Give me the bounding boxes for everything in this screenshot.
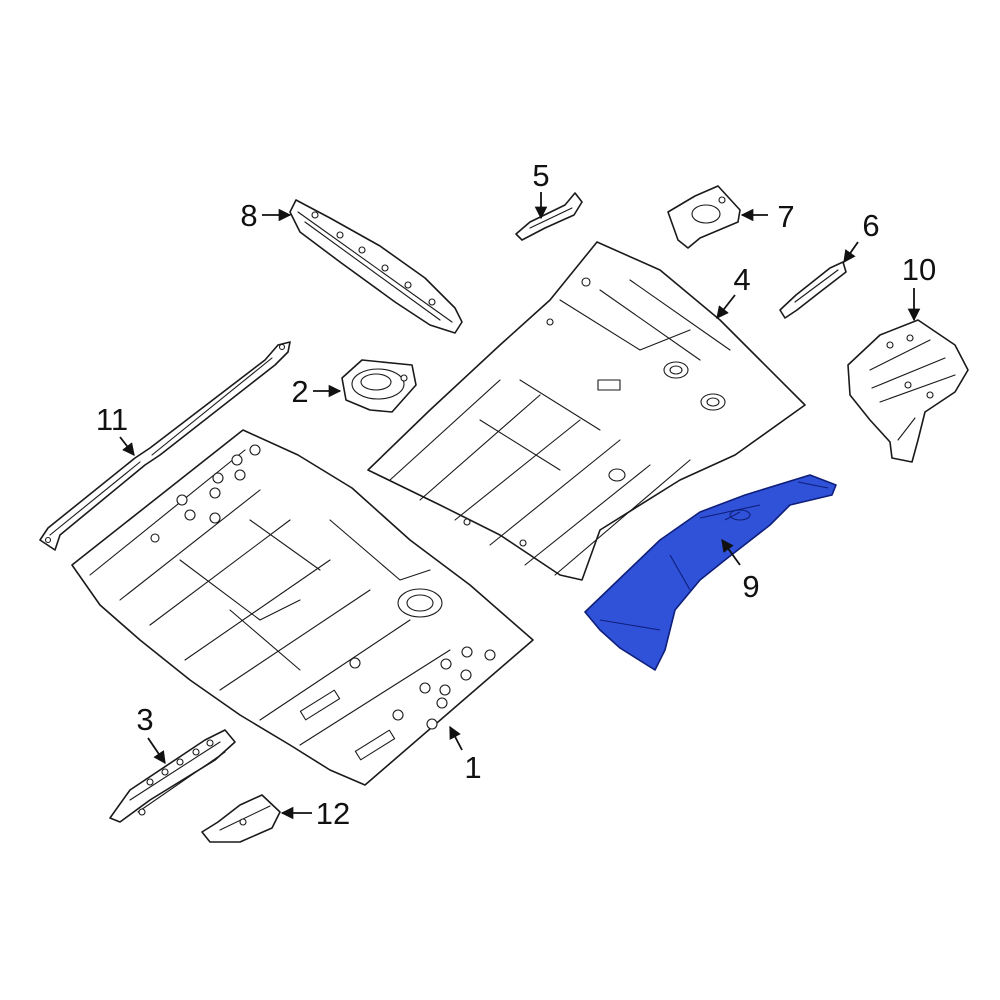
callout-label-9: 9 bbox=[742, 569, 759, 604]
callout-label-6: 6 bbox=[862, 208, 879, 243]
callout-4: 4 bbox=[716, 262, 751, 319]
part-2-spare-tire-pan[interactable] bbox=[341, 359, 417, 413]
callout-3: 3 bbox=[136, 702, 166, 765]
callout-11: 11 bbox=[96, 402, 135, 456]
callout-label-10: 10 bbox=[902, 252, 936, 287]
callout-10: 10 bbox=[902, 252, 936, 322]
callout-label-8: 8 bbox=[240, 198, 257, 233]
callout-label-7: 7 bbox=[777, 199, 794, 234]
part-1-front-floor-pan[interactable] bbox=[71, 429, 534, 786]
part-4-rear-floor-pan[interactable] bbox=[367, 241, 806, 581]
callout-label-12: 12 bbox=[316, 796, 350, 831]
callout-label-1: 1 bbox=[464, 750, 481, 785]
callout-2: 2 bbox=[291, 374, 342, 409]
callout-label-11: 11 bbox=[96, 402, 128, 437]
callout-label-3: 3 bbox=[136, 702, 153, 737]
part-11-rail[interactable] bbox=[39, 341, 291, 551]
part-5-bracket[interactable] bbox=[515, 192, 583, 241]
callout-label-5: 5 bbox=[532, 158, 549, 193]
part-10-bracket-assembly[interactable] bbox=[847, 319, 969, 463]
part-12-bracket[interactable] bbox=[201, 794, 281, 843]
callout-6: 6 bbox=[843, 208, 880, 264]
callout-5: 5 bbox=[532, 158, 550, 220]
callout-label-2: 2 bbox=[291, 374, 308, 409]
callout-label-4: 4 bbox=[733, 262, 750, 297]
callout-1: 1 bbox=[449, 725, 482, 785]
part-8-cross-member[interactable] bbox=[289, 199, 463, 334]
callout-8: 8 bbox=[240, 198, 292, 233]
part-9-highlighted-rail[interactable] bbox=[584, 474, 837, 671]
callout-7: 7 bbox=[740, 199, 795, 234]
callout-9: 9 bbox=[721, 538, 760, 604]
callout-12: 12 bbox=[280, 796, 350, 831]
part-7-bracket[interactable] bbox=[667, 185, 741, 249]
part-6-bracket[interactable] bbox=[779, 261, 847, 319]
part-3-reinforcement[interactable] bbox=[109, 729, 236, 823]
